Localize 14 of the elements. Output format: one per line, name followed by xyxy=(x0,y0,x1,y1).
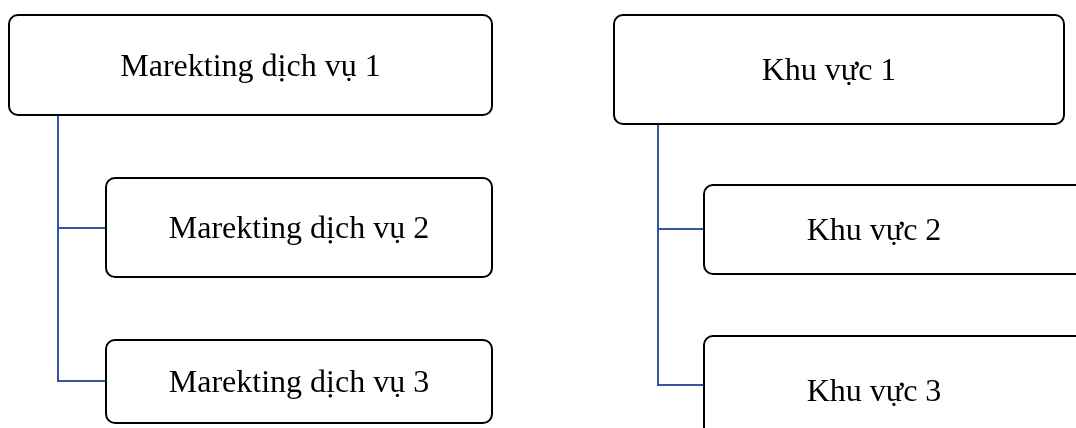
box-label: Marekting dịch vụ 1 xyxy=(120,46,381,84)
text-box xyxy=(105,177,493,278)
connector-line xyxy=(657,124,704,386)
box-label: Khu vực 3 xyxy=(806,371,942,409)
box-label: Marekting dịch vụ 2 xyxy=(168,209,430,246)
text-box xyxy=(613,14,1065,125)
text-box xyxy=(8,14,493,116)
text-box xyxy=(105,339,493,424)
connector-line xyxy=(57,115,106,382)
box-label: Khu vực 2 xyxy=(806,211,942,248)
box-label: Khu vực 1 xyxy=(761,51,897,88)
text-box xyxy=(703,184,1076,275)
text-box xyxy=(703,335,1076,428)
box-label: Marekting dịch vụ 3 xyxy=(168,363,430,400)
